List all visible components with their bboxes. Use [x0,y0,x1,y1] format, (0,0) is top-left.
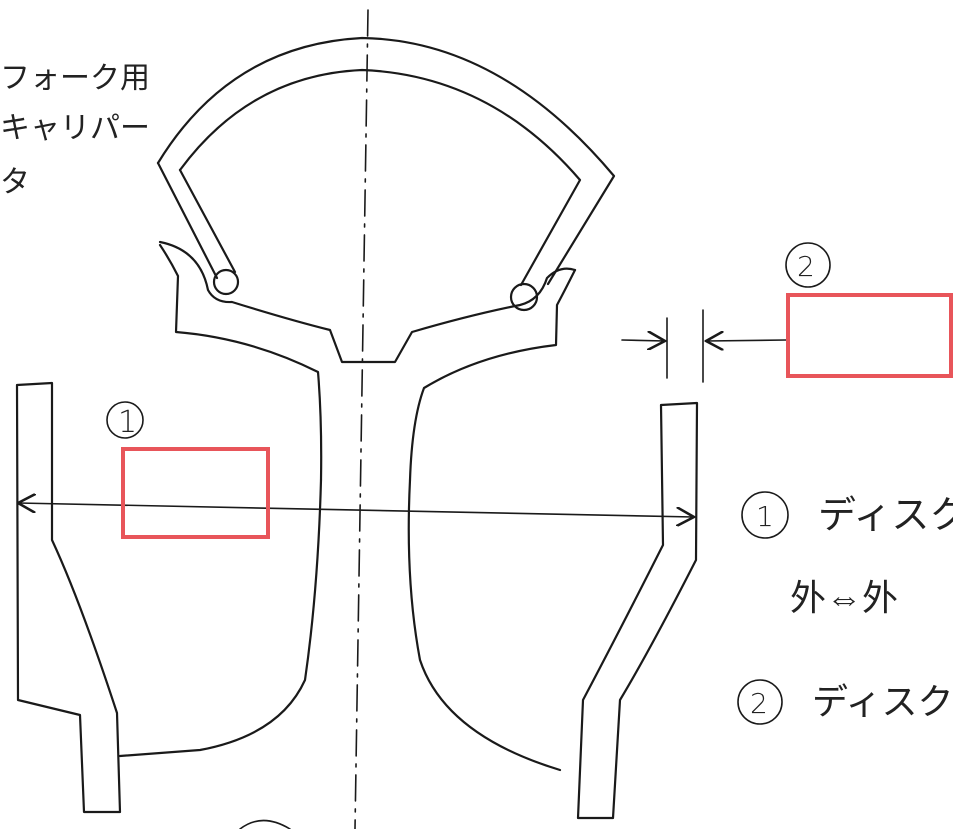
note-line-1: フォーク用 [0,61,150,96]
legend-1-marker: 1 [756,500,774,533]
gap-arrow-left [621,340,665,341]
stem-right [407,478,562,772]
legend-2-text: ディスク [812,682,953,723]
bottom-partial-circle [239,819,291,829]
left-fork-leg [15,381,122,814]
fork-crown [158,240,577,364]
legend-2-circle [737,679,783,725]
fender-inner [178,68,582,287]
marker-2-circle [785,242,831,288]
gap-arrow-right [706,340,787,341]
legend-2-marker: 2 [750,687,768,720]
right-fork-leg [576,401,699,820]
highlight-box-2 [786,293,953,378]
marker-1-label: 1 [118,405,137,440]
note-line-3: タ [0,165,30,200]
legend-1-circle [741,491,789,539]
note-line-2: キャリパー [0,111,150,146]
crown-underside [158,243,577,482]
fender-outer [156,36,616,286]
stem-left [118,478,323,758]
legend-1-text: ディスク [818,493,953,537]
highlight-box-1 [121,447,270,539]
center-axis [354,9,369,829]
marker-1-circle [106,401,144,439]
dimension-line-1 [18,503,694,517]
fender-left-arm [156,161,237,280]
legend-1-sub: 外⇔外 [790,578,898,619]
left-pivot [212,268,240,296]
marker-2-label: 2 [797,250,815,283]
